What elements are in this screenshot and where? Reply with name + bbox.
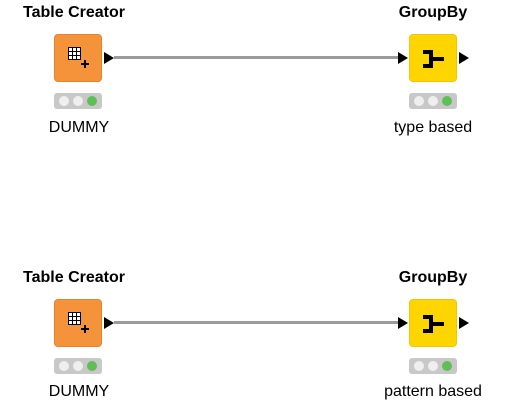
groupby-node-2[interactable]	[409, 299, 457, 347]
status-indicator-2	[409, 93, 457, 109]
status-light-green	[442, 361, 452, 371]
status-light-yellow	[73, 96, 83, 106]
table-creator-icon	[68, 312, 89, 333]
node-label-pattern-based[interactable]: pattern based	[384, 383, 482, 400]
status-light-yellow	[428, 361, 438, 371]
node-title-groupby-1: GroupBy	[398, 4, 468, 21]
status-light-green	[442, 96, 452, 106]
status-light-red	[414, 96, 424, 106]
status-light-green	[87, 361, 97, 371]
status-light-yellow	[73, 361, 83, 371]
status-indicator-1	[54, 93, 102, 109]
groupby-icon	[423, 50, 444, 68]
connection-line-1[interactable]	[114, 56, 398, 59]
status-light-red	[414, 361, 424, 371]
node-title-groupby-2: GroupBy	[398, 269, 468, 286]
status-indicator-3	[54, 358, 102, 374]
table-creator-node-2[interactable]	[54, 299, 102, 347]
node-title-table-creator-2: Table Creator	[23, 269, 125, 286]
connection-line-2[interactable]	[114, 321, 398, 324]
status-light-red	[59, 96, 69, 106]
output-port-3[interactable]	[104, 317, 114, 329]
node-label-dummy-2[interactable]: DUMMY	[48, 383, 110, 400]
groupby-icon	[423, 315, 444, 333]
table-creator-node-1[interactable]	[54, 34, 102, 82]
status-light-green	[87, 96, 97, 106]
status-indicator-4	[409, 358, 457, 374]
input-port-2[interactable]	[398, 317, 408, 329]
status-light-yellow	[428, 96, 438, 106]
node-label-type-based[interactable]: type based	[393, 119, 473, 136]
node-label-dummy-1[interactable]: DUMMY	[48, 119, 110, 136]
output-port-1[interactable]	[104, 52, 114, 64]
output-port-2[interactable]	[459, 52, 469, 64]
node-title-table-creator-1: Table Creator	[23, 4, 125, 21]
status-light-red	[59, 361, 69, 371]
groupby-node-1[interactable]	[409, 34, 457, 82]
table-creator-icon	[68, 47, 89, 68]
input-port-1[interactable]	[398, 52, 408, 64]
output-port-4[interactable]	[459, 317, 469, 329]
